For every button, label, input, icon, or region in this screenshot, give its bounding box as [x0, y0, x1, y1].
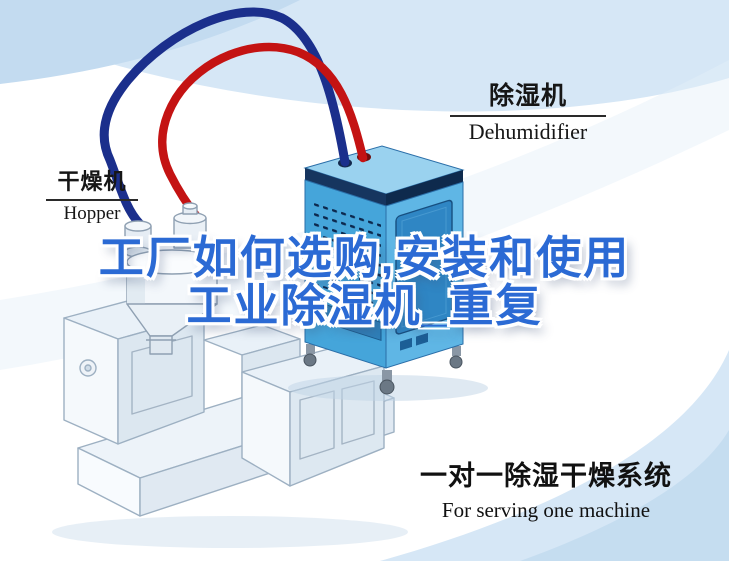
dehumidifier-label-divider — [450, 115, 606, 117]
dehumidifier-door-handle — [446, 246, 450, 263]
dehumidifier-door-group — [395, 199, 453, 351]
pipes — [99, 7, 368, 229]
dehumidifier-label-cn: 除湿机 — [488, 82, 567, 110]
hopper-body-shading — [127, 262, 145, 304]
hopper-label: 干燥机 Hopper — [46, 164, 138, 225]
hopper-machine — [124, 202, 218, 355]
hopper-motor-cap-top — [182, 202, 198, 210]
dehumidifier-lower-grille — [312, 299, 382, 342]
system-caption-en: For serving one machine — [441, 498, 651, 522]
system-caption-cn: 一对一除湿干燥系统 — [420, 461, 672, 491]
hopper-neck — [149, 335, 173, 355]
hopper-filter-top — [124, 220, 152, 232]
dehumidifier-vent-box-2 — [416, 332, 428, 346]
dehumidifier-machine — [288, 145, 488, 401]
system-caption: 一对一除湿干燥系统 For serving one machine — [412, 454, 680, 523]
poster-title-line1: 工厂如何选购,安装和使用 — [98, 232, 631, 283]
background-topleft-band — [0, 0, 300, 84]
extruder-gearbox-left — [63, 317, 119, 445]
dehumidifier-rim-left — [305, 168, 386, 206]
extruder-shadow — [52, 516, 408, 548]
poster-title-line2: 工业除湿机_重复 — [186, 280, 543, 332]
dehumidifier-casters — [303, 344, 463, 395]
hopper-label-en: Hopper — [63, 203, 121, 224]
dehumidifier-vent-box-1 — [400, 337, 412, 351]
poster-title: 工厂如何选购,安装和使用 工业除湿机_重复 — [0, 232, 729, 332]
dehumidifier-label-en: Dehumidifier — [468, 119, 588, 144]
extruder-machine — [52, 294, 408, 548]
hopper-label-cn: 干燥机 — [57, 169, 127, 194]
hopper-label-divider — [46, 199, 138, 201]
extruder-shaft-center — [84, 364, 92, 372]
pipe-red — [158, 42, 368, 223]
hopper-body-top — [126, 249, 218, 275]
dehumidifier-vents — [312, 202, 382, 342]
dehumidifier-door — [395, 199, 453, 335]
dehumidifier-rim-right — [386, 170, 463, 206]
dehumidifier-label: 除湿机 Dehumidifier — [450, 76, 606, 145]
background-bottomright-inner-band — [520, 430, 729, 561]
